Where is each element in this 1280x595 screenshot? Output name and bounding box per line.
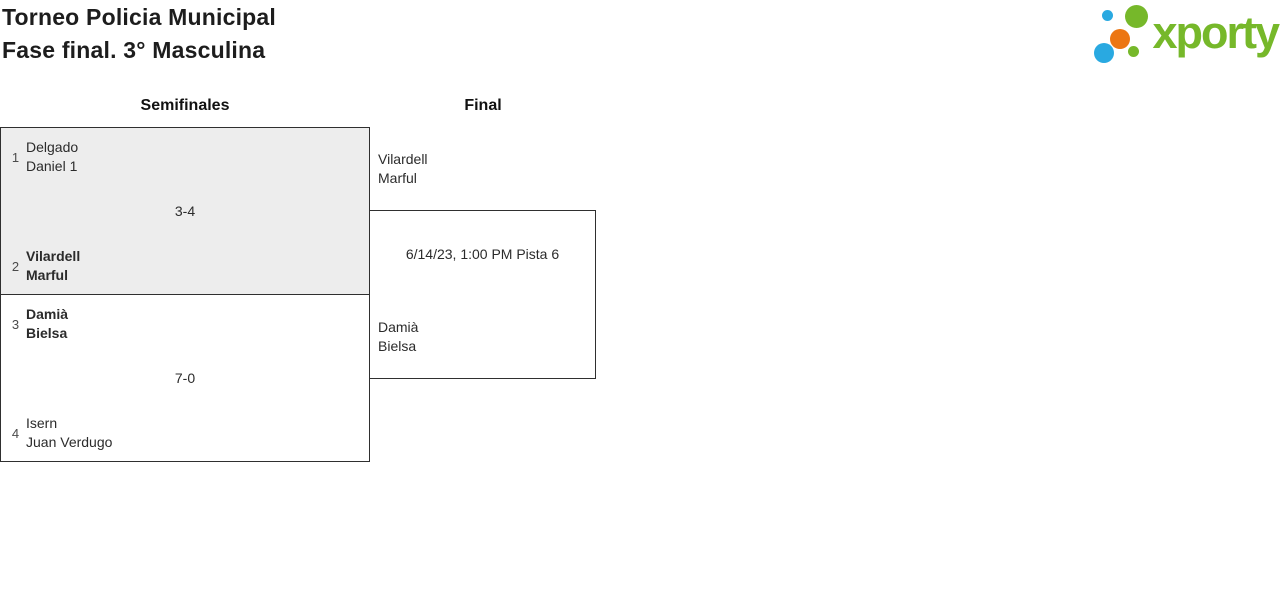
team-names: Delgado Daniel 1 <box>26 138 78 176</box>
match2-team1: 3 Damià Bielsa <box>9 305 68 343</box>
semifinal-match-2[interactable]: 3 Damià Bielsa 7-0 4 Isern Juan Verdugo <box>0 294 370 462</box>
player-name: Vilardell <box>378 151 428 167</box>
logo-dot-icon <box>1125 5 1149 28</box>
xporty-logo-mark-icon <box>1092 3 1150 65</box>
match2-team2: 4 Isern Juan Verdugo <box>9 414 113 452</box>
semifinal-match-1[interactable]: 1 Delgado Daniel 1 3-4 2 Vilardell Marfu… <box>0 127 370 295</box>
final-team-2: Damià Bielsa <box>378 318 418 356</box>
player-name: Vilardell <box>26 248 81 264</box>
team-names: Damià Bielsa <box>26 305 68 343</box>
player-name: Damià <box>26 306 69 322</box>
seed-number: 4 <box>11 425 20 441</box>
final-match[interactable]: 6/14/23, 1:00 PM Pista 6 <box>369 210 596 379</box>
match2-score: 7-0 <box>174 370 196 386</box>
player-name: Marful <box>26 267 68 283</box>
logo-dot-icon <box>1110 29 1131 49</box>
tournament-name: Torneo Policia Municipal <box>2 4 277 30</box>
match1-score: 3-4 <box>174 203 196 219</box>
seed-number: 2 <box>11 258 20 274</box>
player-name: Delgado <box>26 139 79 155</box>
player-name: Bielsa <box>378 338 417 354</box>
match1-team1: 1 Delgado Daniel 1 <box>9 138 78 176</box>
player-name: Damià <box>378 319 419 335</box>
logo-dot-icon <box>1102 10 1114 21</box>
final-team-1: Vilardell Marful <box>378 150 428 188</box>
player-name: Isern <box>26 415 58 431</box>
logo-dot-icon <box>1128 46 1140 57</box>
seed-number: 1 <box>11 149 20 165</box>
team-names: Vilardell Marful <box>26 247 80 285</box>
player-name: Bielsa <box>26 325 68 341</box>
phase-name: Fase final. 3° Masculina <box>2 37 266 63</box>
team-names: Isern Juan Verdugo <box>26 414 112 452</box>
match1-team2: 2 Vilardell Marful <box>9 247 80 285</box>
player-name: Daniel 1 <box>26 158 78 174</box>
xporty-logo[interactable]: xporty <box>1092 3 1280 65</box>
round-header-final: Final <box>464 97 502 114</box>
final-match-schedule: 6/14/23, 1:00 PM Pista 6 <box>405 246 560 262</box>
player-name: Marful <box>378 170 417 186</box>
player-name: Juan Verdugo <box>26 434 113 450</box>
logo-dot-icon <box>1094 43 1115 63</box>
round-header-semifinales: Semifinales <box>140 97 230 114</box>
page-title: Torneo Policia Municipal Fase final. 3° … <box>2 1 276 67</box>
seed-number: 3 <box>11 316 20 332</box>
xporty-logo-text: xporty <box>1152 7 1280 58</box>
